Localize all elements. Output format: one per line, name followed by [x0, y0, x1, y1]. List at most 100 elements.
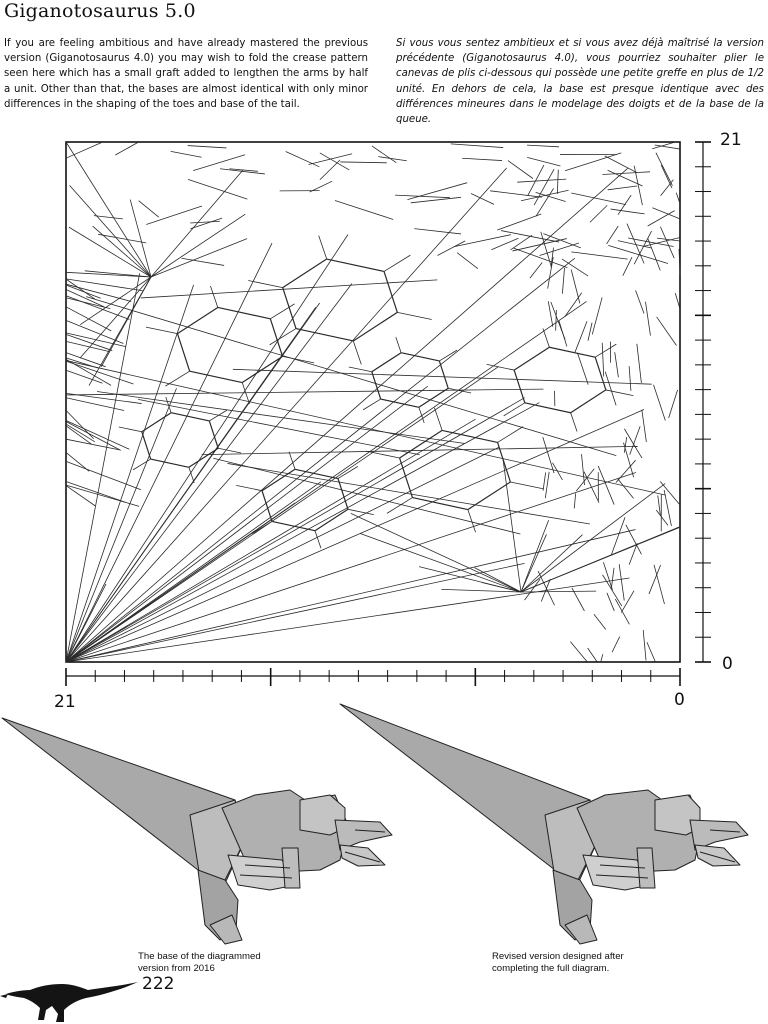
crease-line — [65, 484, 140, 507]
crease-line — [571, 587, 585, 612]
crease-line — [628, 543, 638, 565]
crease-line — [647, 238, 661, 271]
crease-line — [65, 472, 637, 663]
crease-line — [604, 371, 617, 406]
crease-line — [193, 154, 246, 171]
crease-line — [438, 360, 449, 389]
crease-line — [520, 519, 550, 593]
crease-line — [348, 366, 372, 373]
caption-left-line-2: version from 2016 — [138, 963, 215, 974]
crease-line — [213, 457, 521, 535]
crease-line — [624, 428, 643, 459]
crease-line — [380, 398, 419, 408]
page-title: Giganotosaurus 5.0 — [4, 0, 196, 22]
crease-line — [608, 244, 669, 264]
crease-line — [527, 164, 545, 197]
crease-line — [617, 194, 632, 215]
crease-line — [434, 407, 443, 431]
crease-line — [401, 352, 440, 362]
crease-line — [544, 471, 550, 499]
crease-line — [84, 270, 152, 278]
crease-line — [79, 276, 152, 326]
crease-line — [561, 267, 565, 294]
crease-line — [218, 447, 242, 454]
crease-line — [65, 410, 94, 440]
crease-line — [65, 438, 120, 451]
crease-line — [65, 481, 322, 663]
crease-line — [513, 369, 526, 404]
crease-line — [635, 290, 645, 314]
crease-line — [547, 257, 554, 289]
crease-line — [150, 169, 244, 278]
crease-line — [261, 468, 296, 492]
crease-line — [622, 256, 633, 276]
crease-line — [241, 382, 250, 405]
crease-line — [601, 342, 605, 377]
crease-line — [271, 520, 316, 532]
crease-line — [86, 296, 617, 457]
crease-line — [646, 642, 656, 663]
crease-line — [141, 412, 172, 433]
crease-line — [593, 614, 607, 630]
crease-line — [467, 509, 476, 533]
crease-line — [65, 562, 525, 663]
crease-line — [660, 226, 675, 259]
crease-line — [65, 423, 96, 443]
crease-line — [140, 279, 438, 299]
crease-line — [678, 248, 681, 275]
crease-line — [118, 426, 142, 433]
crease-line — [352, 340, 362, 365]
crease-line — [181, 257, 225, 266]
caption-right: Revised version designed after completin… — [492, 951, 624, 975]
crease-line — [552, 462, 563, 481]
crease-line — [490, 190, 542, 198]
crease-line — [188, 467, 195, 484]
crease-line — [641, 409, 647, 443]
crease-line — [350, 512, 522, 593]
crease-line — [65, 485, 96, 507]
crease-line — [615, 459, 636, 483]
crease-line — [500, 230, 560, 243]
crease-line — [141, 431, 152, 460]
crease-line — [581, 454, 585, 486]
crease-line — [550, 247, 554, 268]
crease-line — [337, 478, 349, 510]
crease-line — [410, 196, 462, 204]
crease-line — [503, 402, 525, 417]
crease-line — [65, 306, 317, 663]
crease-line — [542, 472, 547, 491]
crease-line — [395, 336, 402, 353]
crease-line — [65, 234, 349, 663]
crease-line — [600, 654, 604, 663]
crease-line — [66, 141, 103, 159]
crease-line — [513, 346, 550, 371]
origami-model-left — [1, 717, 393, 945]
crease-line — [138, 398, 420, 456]
crease-line — [675, 192, 681, 204]
crease-line — [65, 420, 130, 450]
crease-line — [570, 641, 588, 663]
caption-right-line-2: completing the full diagram. — [492, 963, 610, 974]
crease-line — [395, 194, 450, 199]
crease-line — [65, 402, 540, 663]
crease-line — [326, 258, 385, 273]
crease-line — [607, 169, 643, 187]
crease-line — [617, 240, 652, 249]
crease-line — [561, 258, 589, 277]
crease-line — [65, 284, 101, 299]
crease-line — [176, 333, 191, 372]
crease-line — [229, 168, 258, 172]
crease-line — [520, 483, 666, 593]
crease-line — [481, 582, 522, 593]
crease-line — [605, 389, 634, 396]
crease-line — [210, 285, 219, 308]
crease-line — [540, 231, 552, 266]
crease-line — [607, 185, 638, 191]
crease-line — [450, 143, 504, 148]
crease-line — [470, 193, 495, 205]
crease-line — [65, 283, 353, 663]
crease-line — [65, 289, 105, 308]
crease-line — [65, 352, 106, 368]
crease-line — [456, 252, 479, 269]
